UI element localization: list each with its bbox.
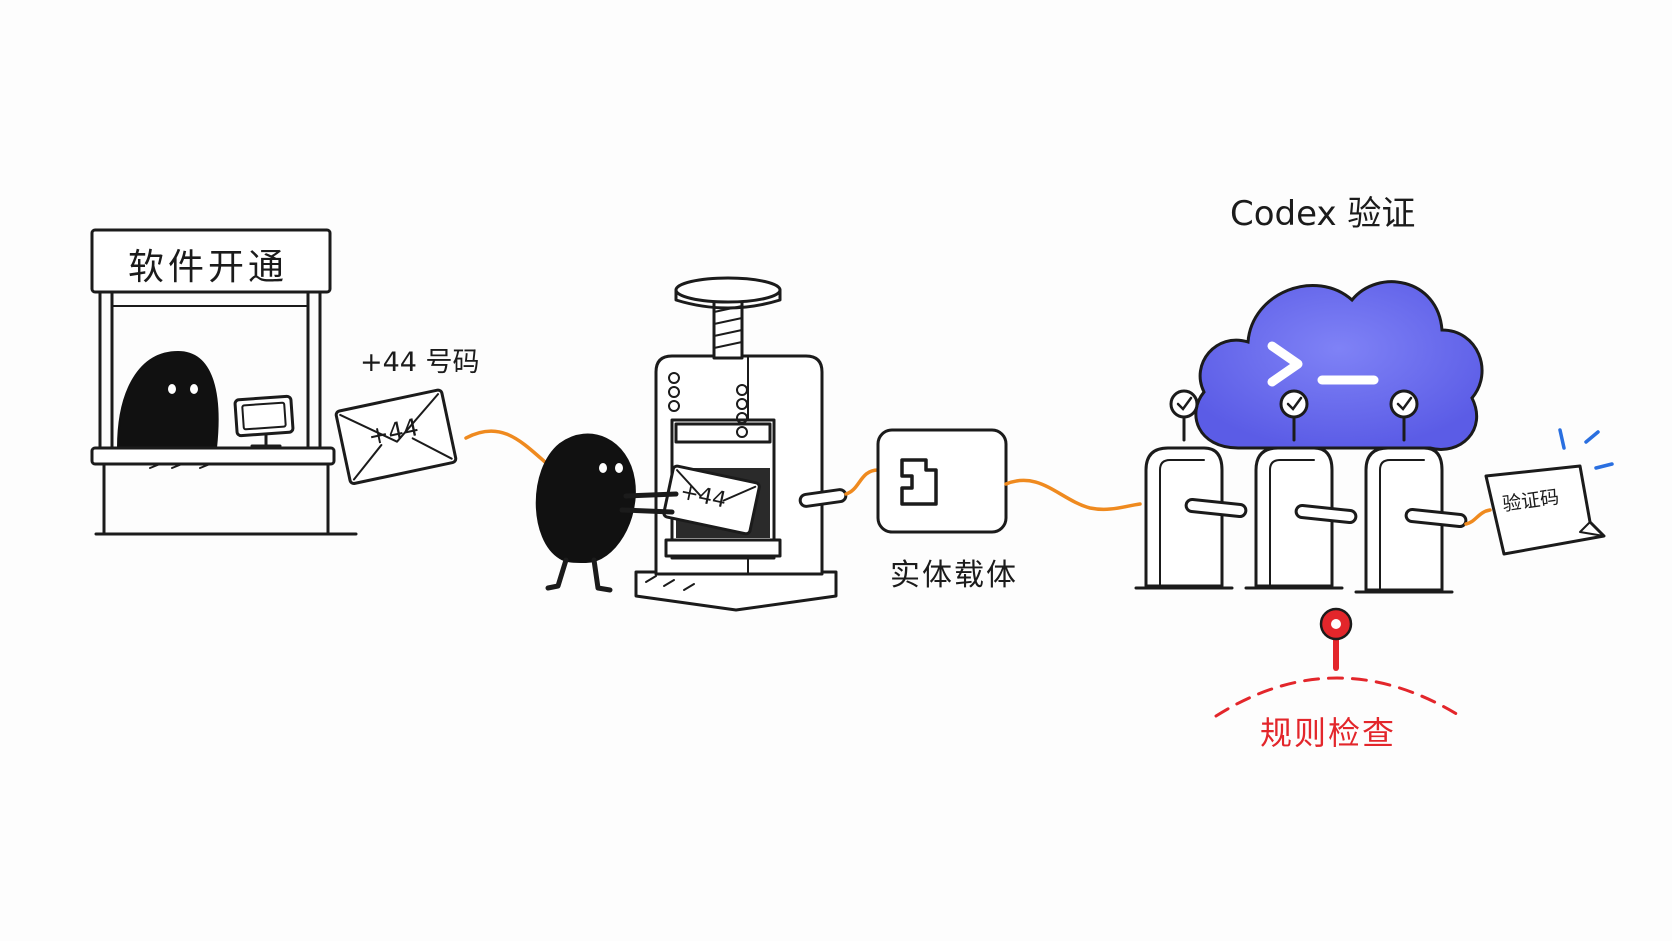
code-paper-icon (1484, 428, 1614, 556)
wire-3 (1004, 478, 1142, 512)
turnstile-2 (1244, 389, 1358, 590)
booth-sign-label: 软件开通 (128, 247, 289, 288)
booth (90, 228, 358, 536)
carrier-label: 实体载体 (890, 558, 1018, 593)
rule-check-label: 规则检查 (1260, 714, 1397, 752)
cloud-title: Codex 验证 (1230, 194, 1416, 234)
wire-4 (1464, 508, 1492, 526)
turnstile-3 (1354, 389, 1468, 594)
bean-character (535, 433, 679, 593)
press-machine (634, 276, 848, 612)
ghost-figure (116, 350, 219, 449)
rule-check-marker (1214, 607, 1462, 718)
monitor-icon (233, 394, 295, 448)
codex-cloud (1194, 280, 1484, 451)
turnstile-1 (1134, 389, 1248, 590)
number-label: +44 号码 (360, 347, 480, 378)
sim-card-envelope (662, 464, 761, 536)
terminal-prompt-icon (1267, 341, 1303, 387)
envelope-icon (334, 388, 458, 485)
sim-card-icon (876, 428, 1008, 534)
wire-2 (844, 468, 880, 496)
